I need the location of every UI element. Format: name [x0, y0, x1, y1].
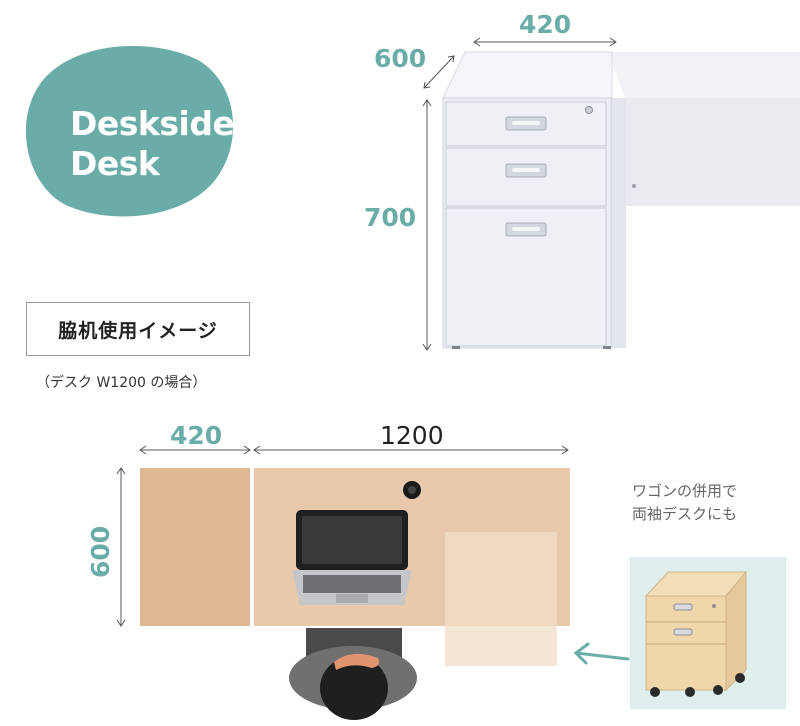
- wagon-footprint: [445, 532, 557, 666]
- title-blob: [25, 45, 234, 217]
- usage-note: （デスク W1200 の場合）: [36, 375, 207, 391]
- dim-height-label: 700: [364, 203, 417, 232]
- person-head-icon: [320, 656, 388, 720]
- wagon-illustration: [644, 570, 748, 697]
- arrow-icon: [574, 651, 630, 661]
- wagon-note: ワゴンの併用で 両袖デスクにも: [632, 480, 737, 526]
- title-line-1: Deskside: [70, 104, 235, 143]
- plan-desk-width-label: 1200: [380, 421, 444, 450]
- person-hands: [334, 653, 380, 670]
- title-line-2: Desk: [70, 144, 160, 183]
- dim-depth-label: 600: [374, 44, 427, 73]
- usage-heading: 脇机使用イメージ: [58, 319, 218, 342]
- lock-icon: [585, 106, 593, 114]
- wagon-note-line-2: 両袖デスクにも: [632, 505, 738, 523]
- plan-depth-label: 600: [86, 525, 115, 578]
- dim-depth-line: [423, 55, 455, 89]
- dim-width-label: 420: [519, 10, 572, 39]
- side-desk-top: [140, 468, 250, 626]
- plan-side-width-label: 420: [170, 421, 223, 450]
- wagon-note-line-1: ワゴンの併用で: [632, 482, 738, 500]
- plan-view: [116, 445, 786, 720]
- cabinet-illustration: [422, 37, 800, 351]
- desk-panel: [625, 98, 800, 206]
- cabinet-top: [442, 51, 613, 99]
- usage-heading-box: 脇机使用イメージ: [26, 302, 250, 356]
